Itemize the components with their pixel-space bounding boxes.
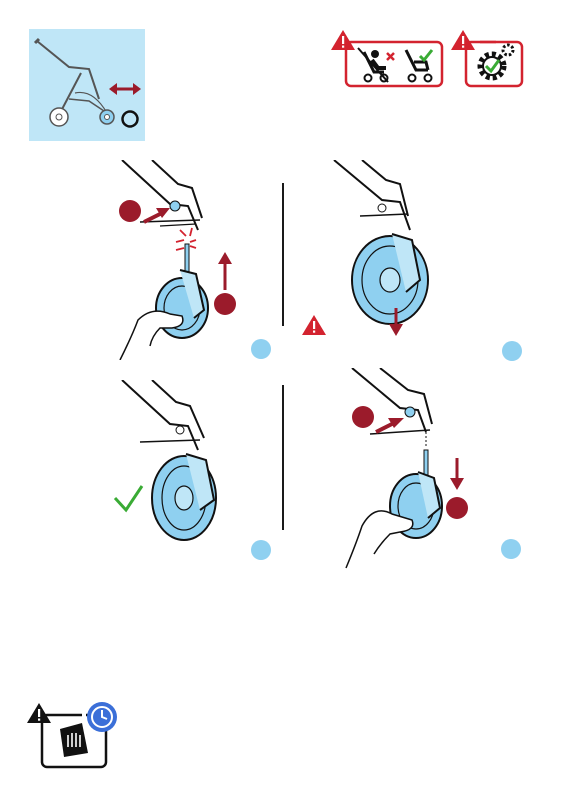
stroller-overview-panel	[29, 29, 145, 141]
maintenance-icon	[26, 701, 122, 771]
warning-icon	[331, 30, 355, 50]
step-4-remove-marker	[446, 497, 468, 519]
step-3-panel	[100, 380, 280, 565]
warning-child-icon	[330, 28, 446, 90]
step-1-lift-marker	[214, 293, 236, 315]
step-4-button-marker	[352, 406, 374, 428]
up-arrow-icon	[218, 252, 232, 290]
hand-icon	[346, 511, 413, 568]
step-3-number-badge	[251, 540, 271, 560]
step-divider-top	[282, 183, 284, 326]
step-4-panel	[300, 368, 530, 578]
check-mark-icon	[115, 486, 142, 510]
wheel-ring-icon	[120, 109, 140, 129]
clock-icon	[86, 701, 118, 733]
double-arrow-icon	[109, 81, 141, 97]
warning-service-icon	[450, 28, 526, 90]
step-2-panel	[300, 160, 530, 360]
warning-icon	[27, 703, 51, 723]
warning-icon	[451, 30, 475, 50]
step-1-number-badge	[251, 339, 271, 359]
step-2-number-badge	[502, 341, 522, 361]
step-1-panel	[100, 160, 280, 360]
step-4-number-badge	[501, 539, 521, 559]
down-arrow-icon	[450, 458, 464, 490]
step-divider-bottom	[282, 385, 284, 530]
step-1-button-marker	[119, 200, 141, 222]
warning-icon	[302, 315, 326, 335]
